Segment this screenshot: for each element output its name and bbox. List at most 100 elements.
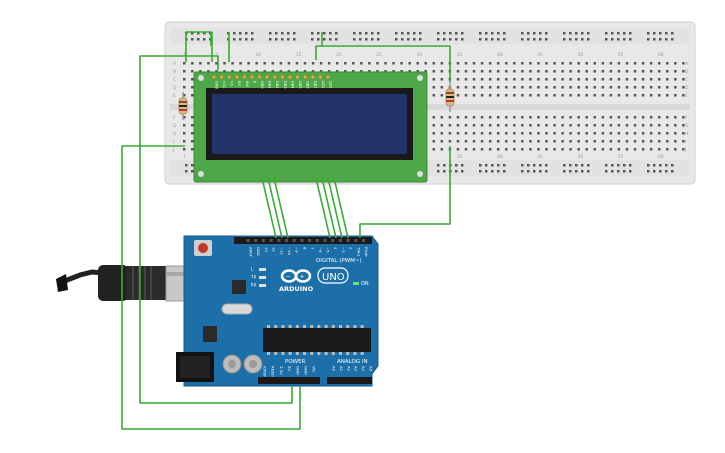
wire[interactable] <box>185 31 212 62</box>
breadboard-hole[interactable] <box>593 124 597 127</box>
breadboard-hole[interactable] <box>437 32 440 35</box>
breadboard-hole[interactable] <box>545 38 548 41</box>
breadboard-hole[interactable] <box>529 140 532 143</box>
breadboard-hole[interactable] <box>513 86 516 89</box>
breadboard-hole[interactable] <box>625 94 629 97</box>
breadboard-hole[interactable] <box>416 62 419 65</box>
breadboard-hole[interactable] <box>641 62 645 65</box>
breadboard-hole[interactable] <box>505 148 508 151</box>
breadboard-hole[interactable] <box>513 132 516 135</box>
breadboard-hole[interactable] <box>657 78 661 81</box>
breadboard-hole[interactable] <box>581 164 584 167</box>
breadboard-hole[interactable] <box>617 116 621 119</box>
breadboard-hole[interactable] <box>529 148 532 151</box>
breadboard-hole[interactable] <box>623 32 626 35</box>
breadboard-hole[interactable] <box>448 140 452 143</box>
breadboard-hole[interactable] <box>601 86 605 89</box>
breadboard-hole[interactable] <box>529 124 532 127</box>
breadboard-hole[interactable] <box>183 124 186 127</box>
breadboard-hole[interactable] <box>617 78 621 81</box>
breadboard-hole[interactable] <box>408 62 411 65</box>
breadboard-hole[interactable] <box>545 140 548 143</box>
breadboard-hole[interactable] <box>255 70 258 73</box>
breadboard-hole[interactable] <box>496 86 500 89</box>
breadboard-hole[interactable] <box>601 70 605 73</box>
breadboard-hole[interactable] <box>521 140 524 143</box>
breadboard-hole[interactable] <box>323 38 326 41</box>
breadboard-hole[interactable] <box>448 132 452 135</box>
resistor-right[interactable] <box>445 82 455 112</box>
breadboard-hole[interactable] <box>561 132 564 135</box>
breadboard-hole[interactable] <box>682 70 685 73</box>
breadboard-hole[interactable] <box>609 132 613 135</box>
breadboard-hole[interactable] <box>682 86 685 89</box>
breadboard-hole[interactable] <box>625 86 629 89</box>
header-socket[interactable] <box>246 239 250 242</box>
breadboard-hole[interactable] <box>392 70 395 73</box>
breadboard-hole[interactable] <box>496 62 500 65</box>
breadboard-hole[interactable] <box>255 62 258 65</box>
breadboard-hole[interactable] <box>437 170 440 173</box>
breadboard-hole[interactable] <box>461 170 464 173</box>
breadboard-hole[interactable] <box>521 148 524 151</box>
breadboard-hole[interactable] <box>223 70 226 73</box>
breadboard-hole[interactable] <box>513 78 516 81</box>
breadboard-hole[interactable] <box>537 124 540 127</box>
header-socket[interactable] <box>292 239 296 242</box>
breadboard-hole[interactable] <box>279 70 283 73</box>
breadboard-hole[interactable] <box>303 62 307 65</box>
breadboard-hole[interactable] <box>682 62 685 65</box>
breadboard-hole[interactable] <box>197 38 200 41</box>
breadboard-hole[interactable] <box>440 132 444 135</box>
breadboard-hole[interactable] <box>674 86 677 89</box>
breadboard-hole[interactable] <box>377 32 380 35</box>
breadboard-hole[interactable] <box>472 78 476 81</box>
breadboard-hole[interactable] <box>239 62 242 65</box>
breadboard-hole[interactable] <box>329 32 332 35</box>
breadboard-hole[interactable] <box>545 116 548 119</box>
breadboard-hole[interactable] <box>311 32 314 35</box>
breadboard-hole[interactable] <box>649 78 653 81</box>
breadboard-hole[interactable] <box>569 62 572 65</box>
breadboard-hole[interactable] <box>601 116 605 119</box>
breadboard-hole[interactable] <box>488 116 492 119</box>
breadboard-hole[interactable] <box>505 94 508 97</box>
breadboard-hole[interactable] <box>682 124 685 127</box>
breadboard-hole[interactable] <box>464 70 468 73</box>
breadboard-hole[interactable] <box>455 38 458 41</box>
breadboard-hole[interactable] <box>521 124 524 127</box>
breadboard-hole[interactable] <box>569 132 572 135</box>
breadboard-hole[interactable] <box>641 94 645 97</box>
breadboard-hole[interactable] <box>456 62 460 65</box>
breadboard-hole[interactable] <box>653 32 656 35</box>
breadboard-hole[interactable] <box>649 148 653 151</box>
breadboard-hole[interactable] <box>657 132 661 135</box>
breadboard-hole[interactable] <box>641 132 645 135</box>
breadboard-hole[interactable] <box>617 94 621 97</box>
breadboard-hole[interactable] <box>647 38 650 41</box>
breadboard-hole[interactable] <box>553 70 556 73</box>
breadboard-hole[interactable] <box>353 38 356 41</box>
breadboard-hole[interactable] <box>505 62 508 65</box>
breadboard-hole[interactable] <box>424 70 428 73</box>
breadboard-hole[interactable] <box>585 132 589 135</box>
breadboard-hole[interactable] <box>521 78 524 81</box>
breadboard-hole[interactable] <box>569 38 572 41</box>
breadboard-hole[interactable] <box>432 86 436 89</box>
breadboard-hole[interactable] <box>197 32 200 35</box>
breadboard-hole[interactable] <box>665 38 668 41</box>
breadboard-hole[interactable] <box>657 148 661 151</box>
breadboard-hole[interactable] <box>539 170 542 173</box>
breadboard-hole[interactable] <box>674 78 677 81</box>
breadboard-hole[interactable] <box>384 70 387 73</box>
breadboard-hole[interactable] <box>464 86 468 89</box>
breadboard-hole[interactable] <box>365 32 368 35</box>
breadboard-hole[interactable] <box>401 32 404 35</box>
breadboard-hole[interactable] <box>545 164 548 167</box>
breadboard-hole[interactable] <box>617 62 621 65</box>
breadboard-hole[interactable] <box>649 62 653 65</box>
breadboard-hole[interactable] <box>521 116 524 119</box>
breadboard-hole[interactable] <box>593 62 597 65</box>
breadboard-hole[interactable] <box>464 94 468 97</box>
